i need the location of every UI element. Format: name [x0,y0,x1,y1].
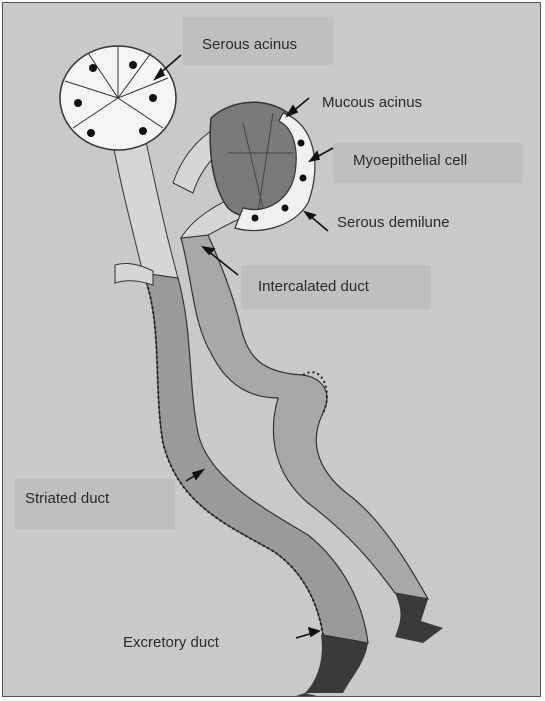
label-serous-acinus: Serous acinus [202,35,297,55]
excretory-duct-shape [293,593,443,697]
salivary-gland-illustration [3,3,541,697]
label-mucous-acinus: Mucous acinus [322,93,422,113]
label-serous-demilune: Serous demilune [337,213,450,233]
serous-acinus-shape [60,46,176,150]
label-excretory-duct: Excretory duct [123,633,219,653]
label-intercalated-duct: Intercalated duct [258,277,369,297]
label-striated-duct: Striated duct [25,489,109,509]
label-myoepithelial-cell: Myoepithelial cell [353,151,467,171]
striated-duct-left [143,273,368,643]
